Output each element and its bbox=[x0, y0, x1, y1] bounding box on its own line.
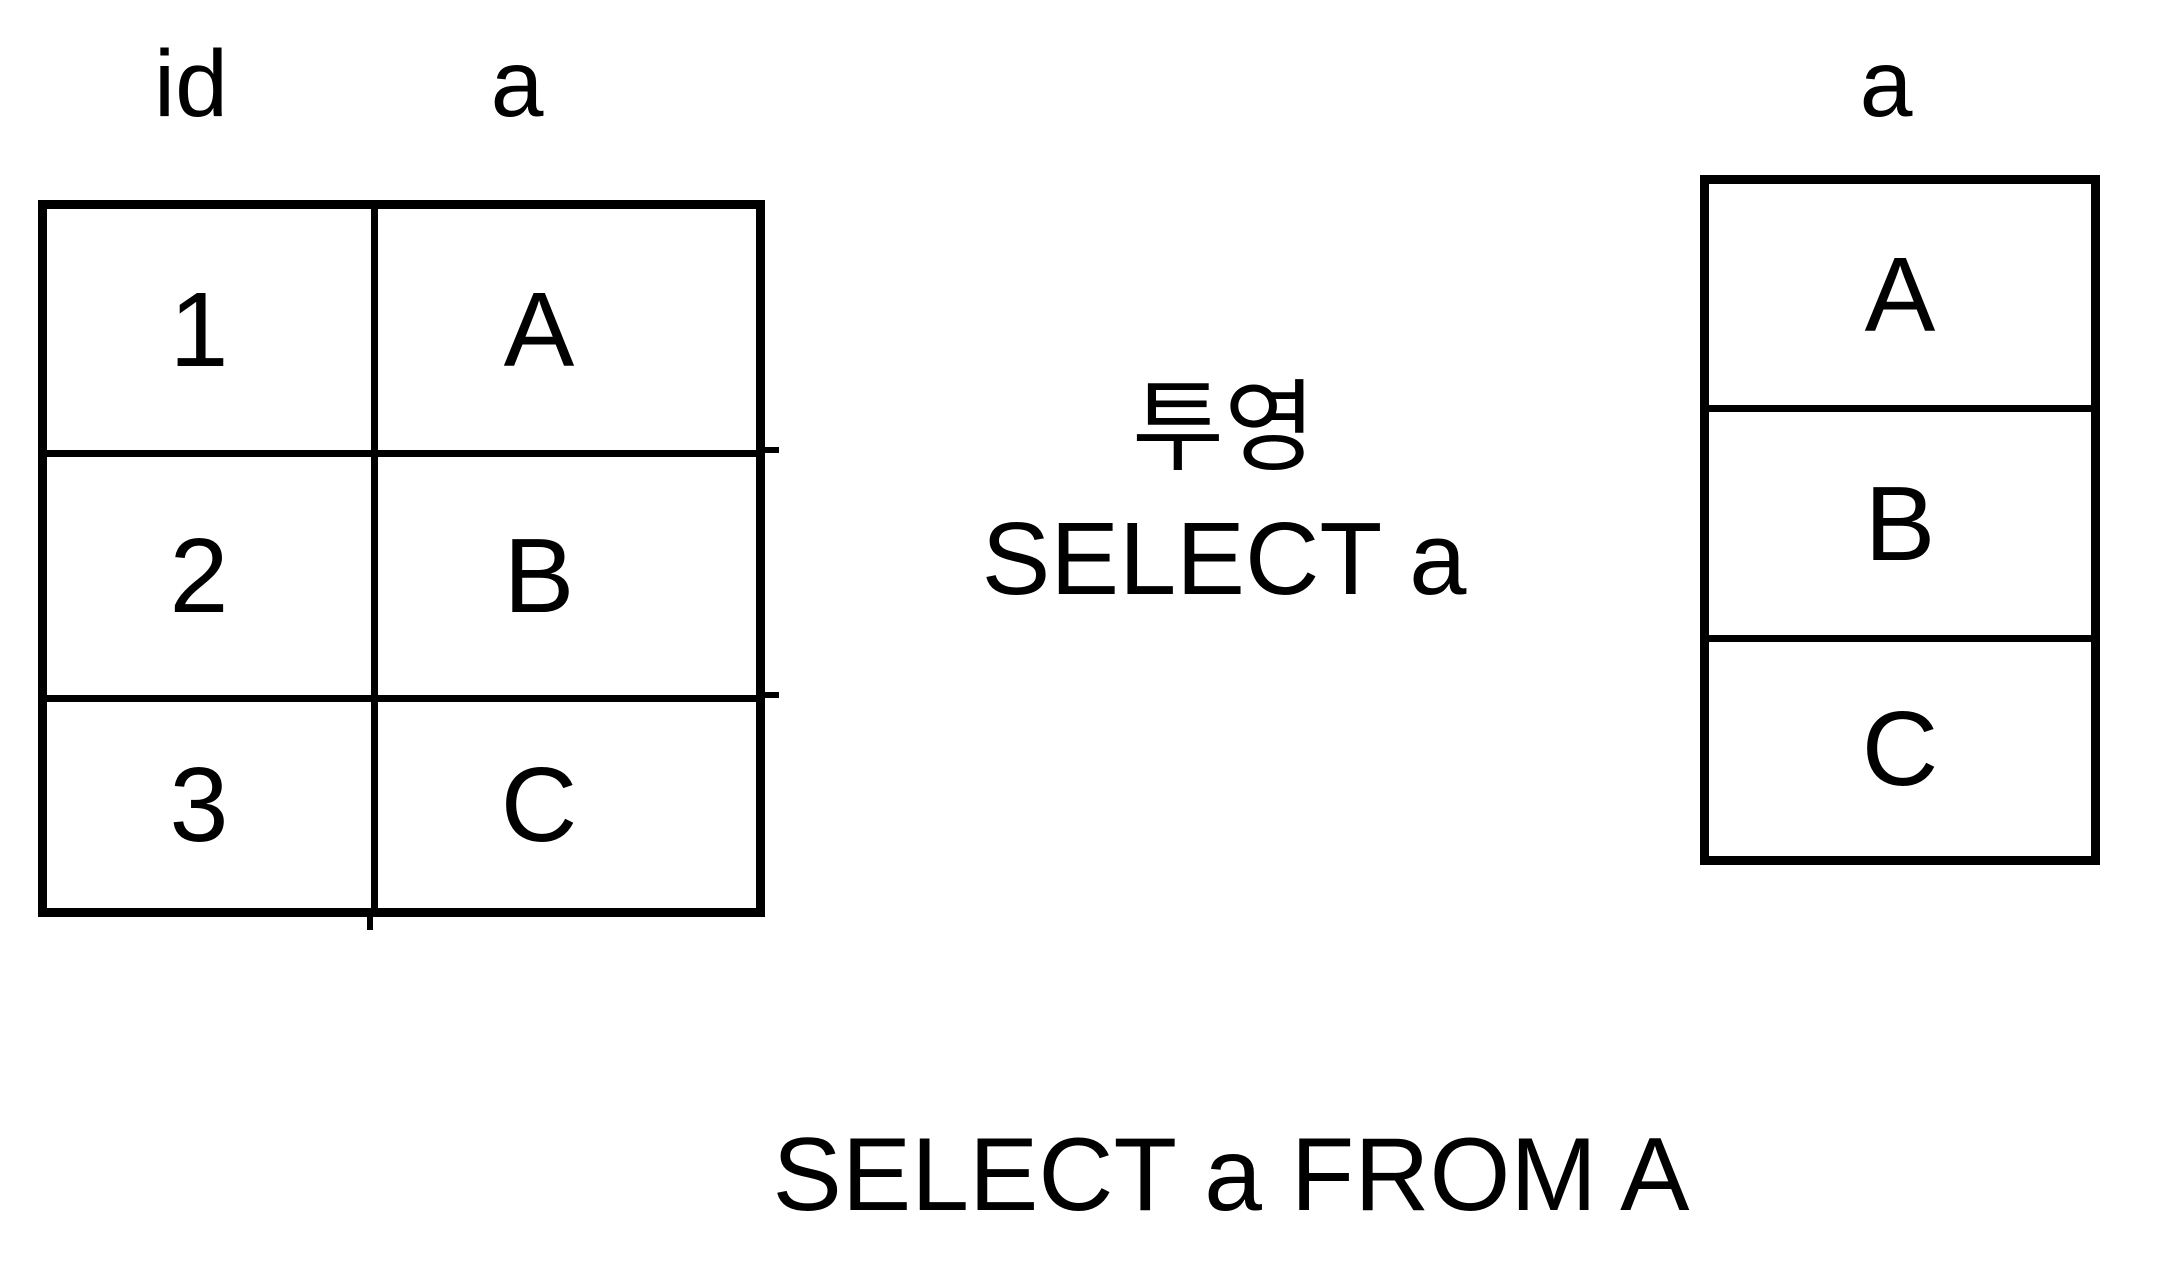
result-column-header-a: a bbox=[1859, 30, 1913, 137]
source-cell-row1-id-value: 1 bbox=[169, 270, 229, 389]
sql-query-caption: SELECT a FROM A bbox=[772, 1116, 1690, 1233]
result-cell-row3-a-value: C bbox=[1861, 690, 1939, 808]
source-cell-row3-a-value: C bbox=[500, 746, 578, 864]
source-column-header-id: id bbox=[154, 30, 228, 137]
source-cell-row2-id: 2 bbox=[47, 457, 371, 695]
stroke-overshoot-row-divider-1 bbox=[765, 447, 779, 453]
stroke-overshoot-row-divider-2 bbox=[765, 692, 779, 698]
result-table-row-divider-1 bbox=[1709, 405, 2091, 412]
source-cell-row2-a: B bbox=[378, 457, 756, 695]
result-cell-row1-a-value: A bbox=[1864, 235, 1936, 354]
source-cell-row3-a: C bbox=[378, 702, 756, 908]
source-table: 1 A 2 B 3 C bbox=[38, 200, 765, 917]
projection-sql-label: SELECT a bbox=[981, 500, 1467, 616]
source-table-column-divider bbox=[371, 209, 378, 908]
source-cell-row2-id-value: 2 bbox=[169, 517, 229, 635]
stroke-overshoot-column-divider bbox=[367, 917, 373, 930]
result-cell-row2-a-value: B bbox=[1864, 464, 1936, 583]
source-table-row-divider-2 bbox=[47, 695, 756, 702]
source-cell-row1-a: A bbox=[378, 209, 756, 450]
source-cell-row3-id-value: 3 bbox=[169, 746, 229, 864]
source-cell-row2-a-value: B bbox=[503, 517, 575, 635]
projection-korean-label: 투영 bbox=[1132, 372, 1316, 484]
result-cell-row2-a: B bbox=[1709, 412, 2091, 635]
source-column-header-a: a bbox=[490, 30, 544, 137]
source-cell-row1-id: 1 bbox=[47, 209, 371, 450]
source-table-row-divider-1 bbox=[47, 450, 756, 457]
result-table: A B C bbox=[1700, 175, 2100, 865]
result-table-row-divider-2 bbox=[1709, 635, 2091, 642]
source-cell-row1-a-value: A bbox=[503, 270, 575, 389]
result-cell-row3-a: C bbox=[1709, 642, 2091, 856]
source-cell-row3-id: 3 bbox=[47, 702, 371, 908]
result-cell-row1-a: A bbox=[1709, 184, 2091, 405]
